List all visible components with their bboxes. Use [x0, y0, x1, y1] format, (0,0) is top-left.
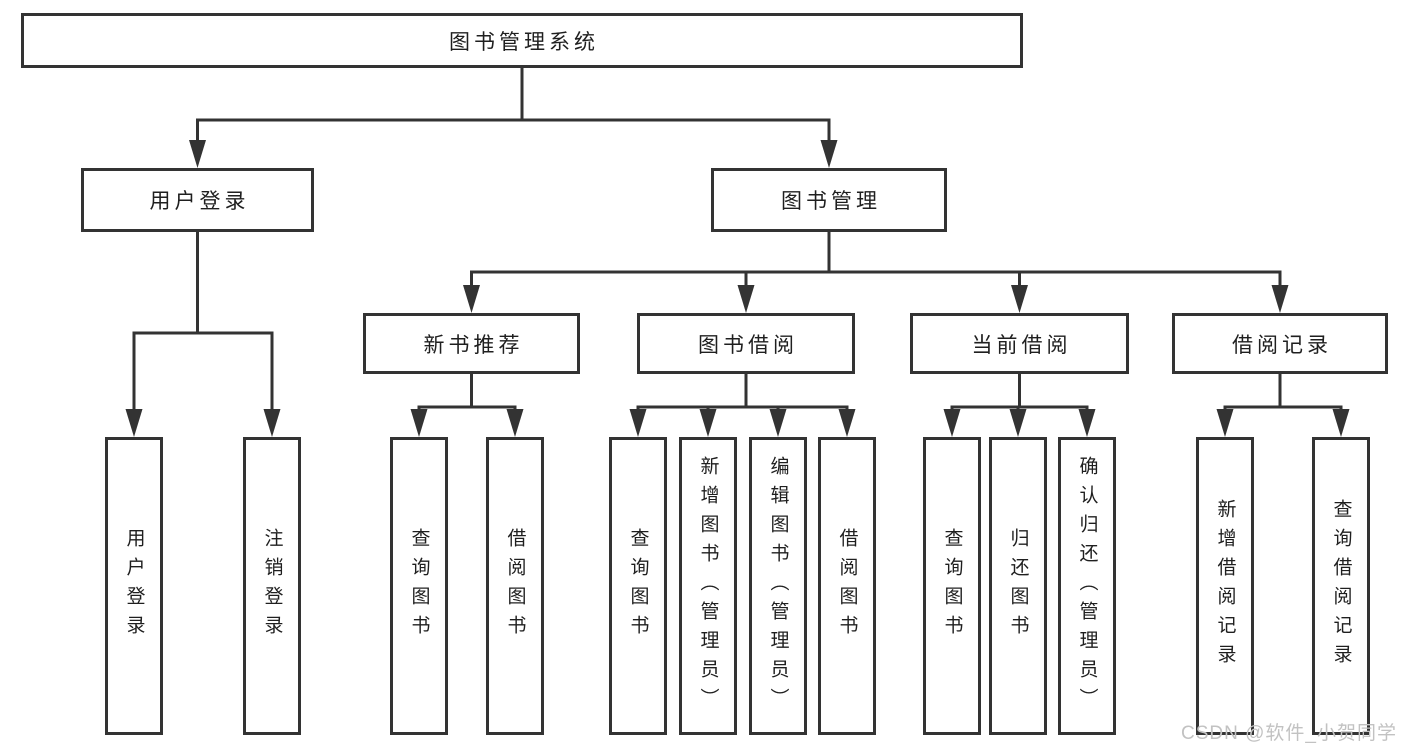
leaf-borrow-books: 借阅图书 [818, 437, 876, 735]
node-current-borrowing: 当前借阅 [910, 313, 1129, 374]
leaf-confirm-return-admin: 确认归还（管理员） [1058, 437, 1116, 735]
leaf-borrow-books-recommend-label: 借阅图书 [504, 528, 526, 644]
node-book-management: 图书管理 [711, 168, 947, 232]
leaf-query-borrow-record: 查询借阅记录 [1312, 437, 1370, 735]
branch-user-login-to-leaves [125, 232, 281, 437]
branch-book-mgmt-to-level3 [463, 232, 1289, 313]
leaf-return-books: 归还图书 [989, 437, 1047, 735]
branch-new-book-to-leaves [410, 374, 524, 437]
leaf-edit-books-admin: 编辑图书（管理员） [749, 437, 807, 735]
leaf-query-books-borrow-label: 查询图书 [627, 528, 649, 644]
leaf-add-books-admin-label: 新增图书（管理员） [697, 455, 719, 717]
leaf-return-books-label: 归还图书 [1007, 528, 1029, 644]
leaf-user-login: 用户登录 [105, 437, 163, 735]
node-new-book-recommend: 新书推荐 [363, 313, 580, 374]
leaf-logout: 注销登录 [243, 437, 301, 735]
branch-borrow-records-to-leaves [1216, 374, 1350, 437]
branch-root-to-level2 [189, 68, 838, 168]
csdn-watermark: CSDN @软件_小贺同学 [1181, 723, 1397, 744]
leaf-query-books-borrow: 查询图书 [609, 437, 667, 735]
node-user-login: 用户登录 [81, 168, 314, 232]
leaf-add-books-admin: 新增图书（管理员） [679, 437, 737, 735]
node-borrowing-records: 借阅记录 [1172, 313, 1388, 374]
leaf-confirm-return-admin-label: 确认归还（管理员） [1076, 455, 1098, 717]
node-book-borrowing: 图书借阅 [637, 313, 855, 374]
leaf-borrow-books-label: 借阅图书 [836, 528, 858, 644]
leaf-query-borrow-record-label: 查询借阅记录 [1330, 499, 1352, 673]
leaf-user-login-label: 用户登录 [123, 528, 145, 644]
leaf-query-books-current: 查询图书 [923, 437, 981, 735]
leaf-edit-books-admin-label: 编辑图书（管理员） [767, 455, 789, 717]
leaf-borrow-books-recommend: 借阅图书 [486, 437, 544, 735]
leaf-query-books-recommend: 查询图书 [390, 437, 448, 735]
branch-book-borrow-to-leaves [629, 374, 856, 437]
leaf-logout-label: 注销登录 [261, 528, 283, 644]
node-root-system: 图书管理系统 [21, 13, 1023, 68]
leaf-add-borrow-record: 新增借阅记录 [1196, 437, 1254, 735]
leaf-query-books-current-label: 查询图书 [941, 528, 963, 644]
leaf-query-books-recommend-label: 查询图书 [408, 528, 430, 644]
leaf-add-borrow-record-label: 新增借阅记录 [1214, 499, 1236, 673]
branch-current-borrow-to-leaves [943, 374, 1096, 437]
